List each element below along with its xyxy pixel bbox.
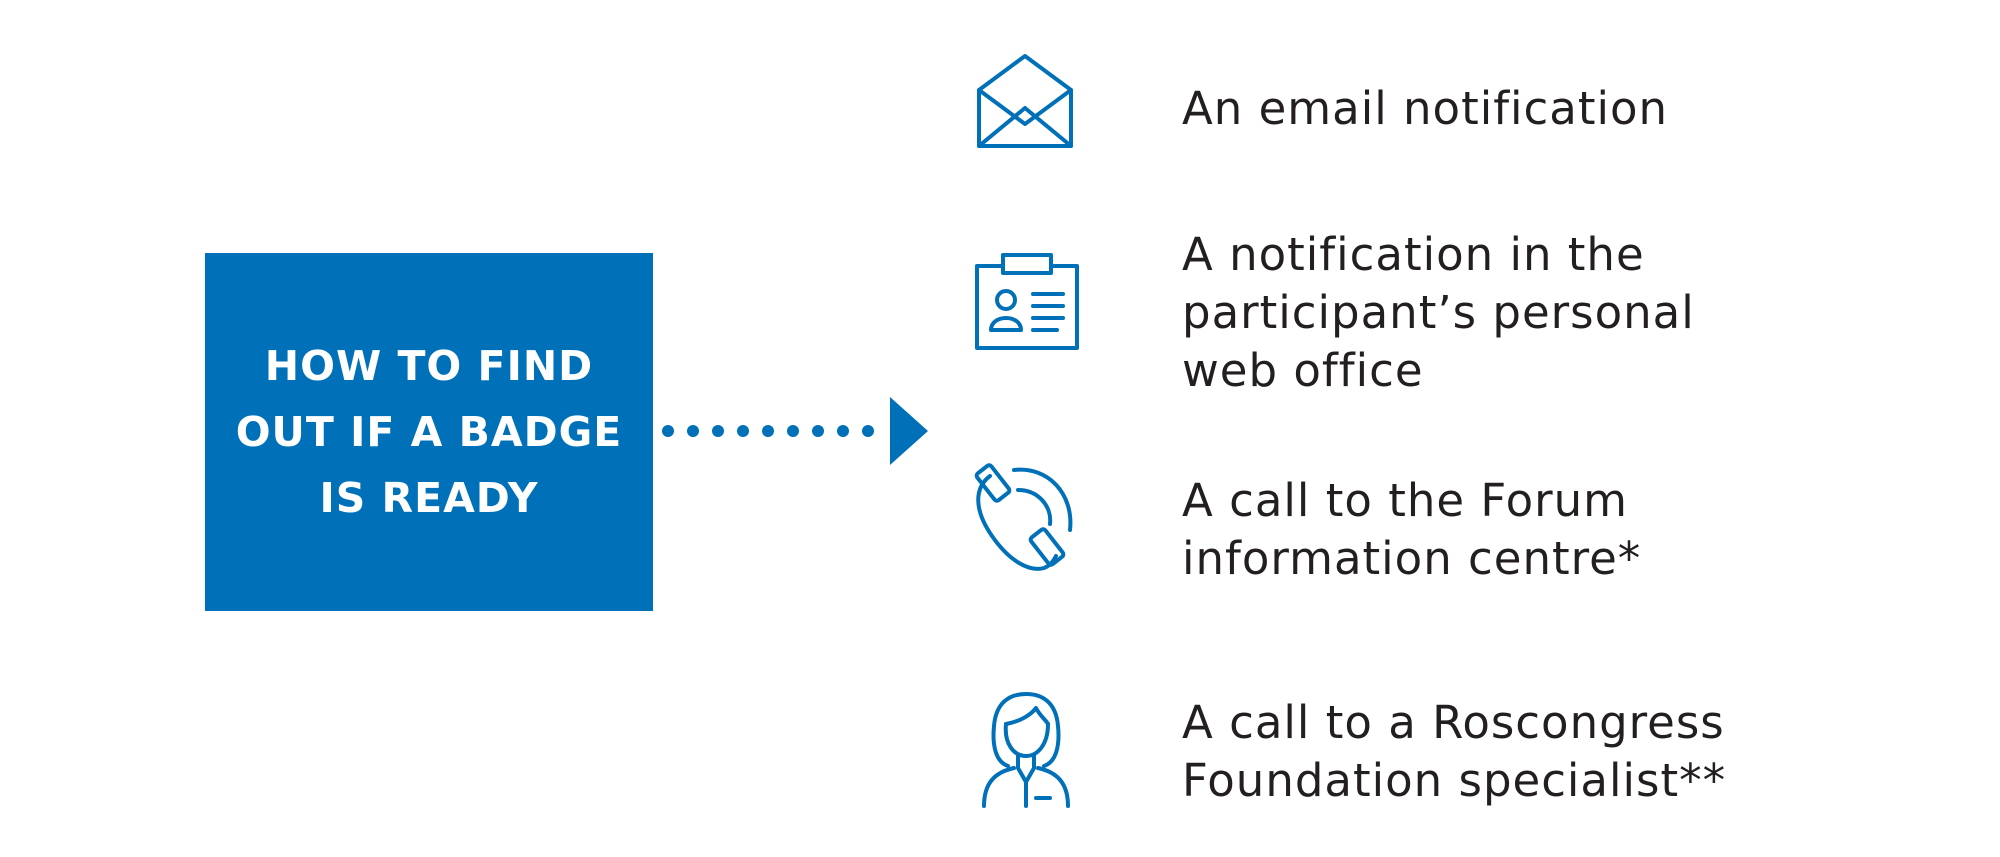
item-email-text: An email notification bbox=[1182, 82, 1669, 135]
specialist-icon bbox=[982, 692, 1070, 808]
id-card-icon bbox=[975, 253, 1079, 350]
dotted-arrow-icon bbox=[662, 397, 928, 465]
item-forum-call-text: A call to the Forum information centre* bbox=[1182, 474, 1642, 585]
envelope-icon bbox=[977, 54, 1073, 148]
diagram-title: HOW TO FIND OUT IF A BADGE IS READY bbox=[235, 342, 623, 522]
item-specialist-call-text: A call to a Roscongress Foundation speci… bbox=[1182, 696, 1727, 807]
item-web-office-text: A notification in the participant’s pers… bbox=[1182, 228, 1695, 397]
title-box: HOW TO FIND OUT IF A BADGE IS READY bbox=[205, 253, 653, 611]
phone-icon bbox=[974, 463, 1073, 571]
